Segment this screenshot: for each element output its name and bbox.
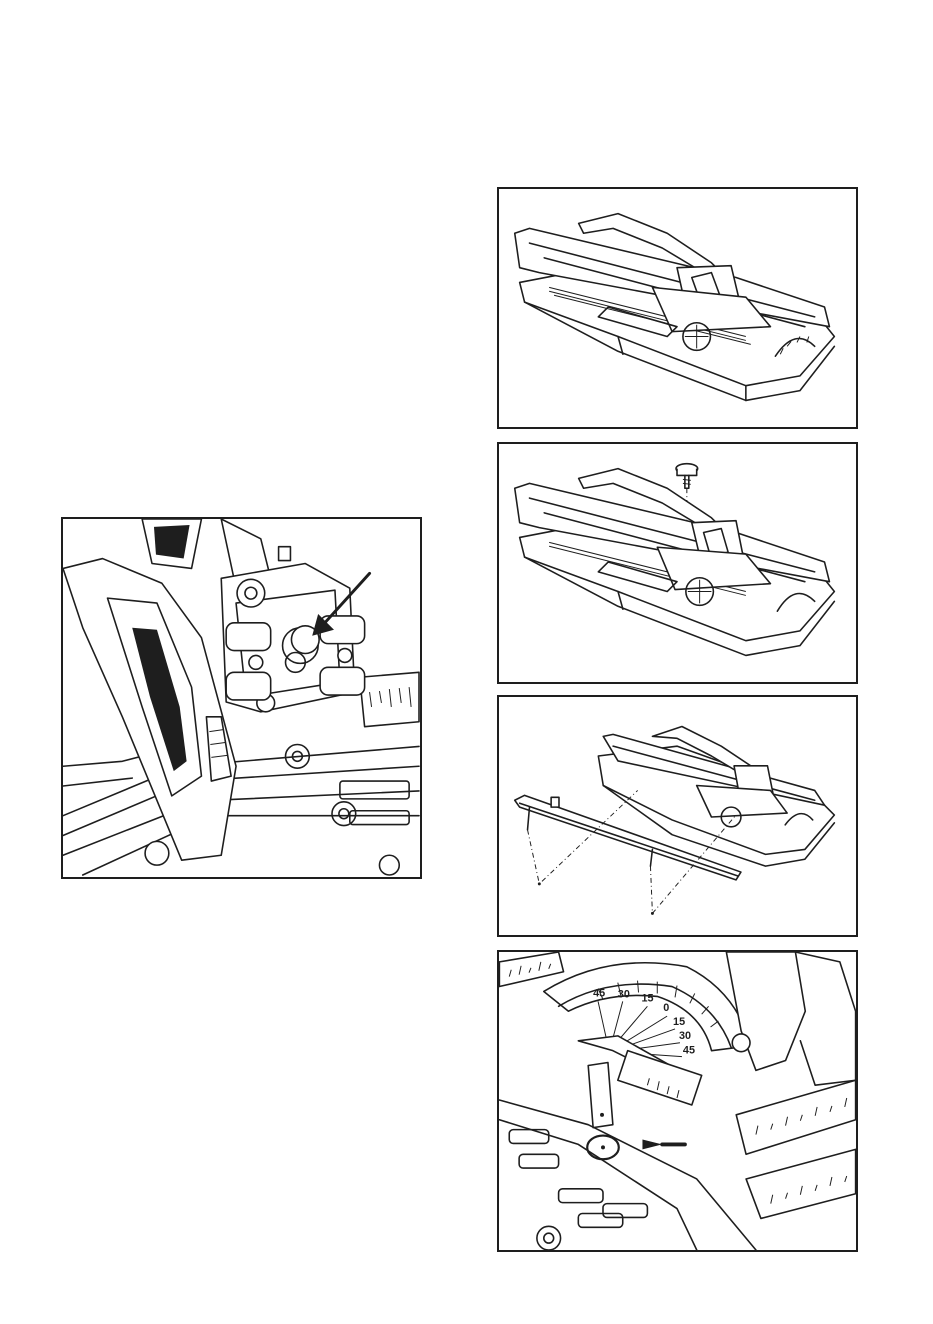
scale-label-15-right: 15 xyxy=(673,1016,685,1028)
scale-label-45-right: 45 xyxy=(683,1045,695,1057)
angle-protractor-detail-icon: 45 30 15 0 15 30 45 xyxy=(499,952,856,1250)
side-fence-attachment-icon xyxy=(499,697,856,935)
scale-label-30-left: 30 xyxy=(618,988,630,1000)
tile-cutter-screw-removal-icon xyxy=(499,444,856,682)
cutter-screw-removal-figure xyxy=(497,442,858,684)
scale-label-30-right: 30 xyxy=(679,1030,691,1042)
scale-label-0: 0 xyxy=(663,1002,669,1014)
roller-adjustment-knob-closeup-icon xyxy=(63,519,420,877)
protractor-detail-figure: 45 30 15 0 15 30 45 xyxy=(497,950,858,1252)
tile-cutter-overview-icon xyxy=(499,189,856,427)
roller-closeup-figure xyxy=(61,517,422,879)
fence-attachment-figure xyxy=(497,695,858,937)
cutter-overview-figure xyxy=(497,187,858,429)
scale-label-45-left: 45 xyxy=(593,987,605,999)
scale-label-15-left: 15 xyxy=(641,992,653,1004)
